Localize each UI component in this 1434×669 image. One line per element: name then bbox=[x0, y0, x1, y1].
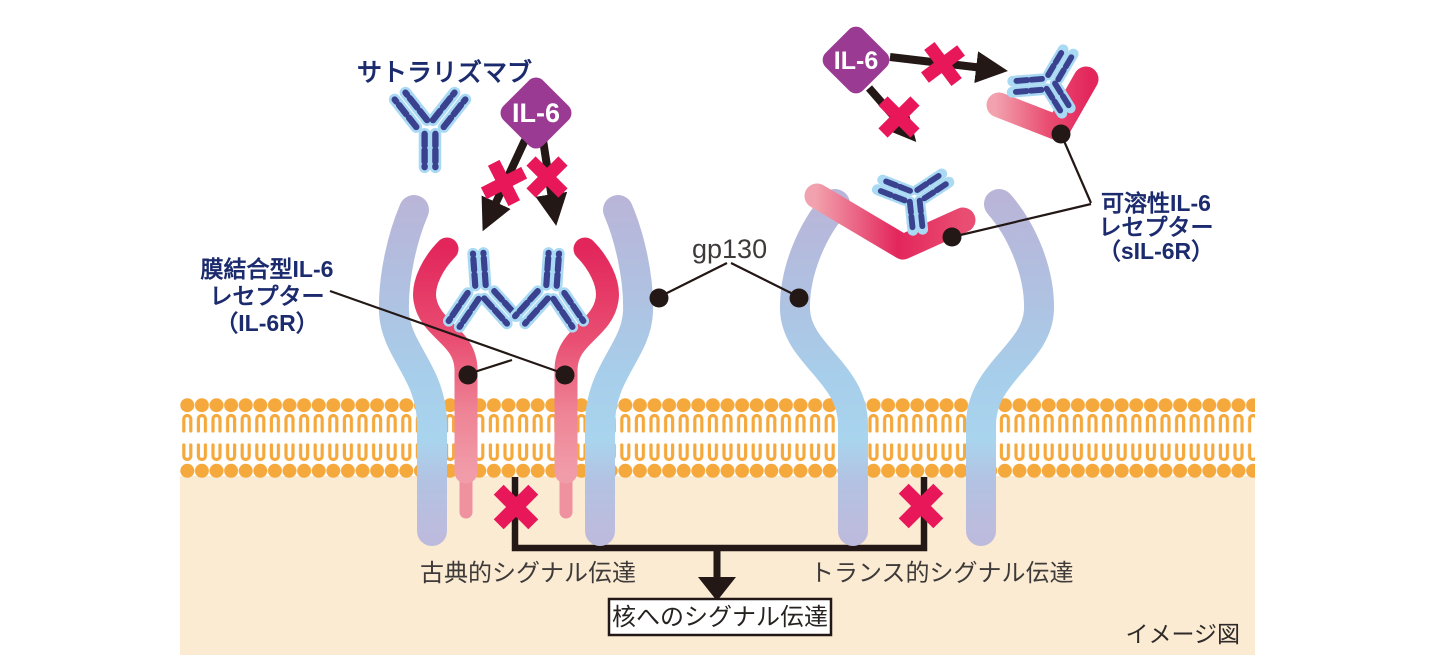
gp130-pointer-dot-a bbox=[649, 288, 669, 308]
image-note-label: イメージ図 bbox=[1125, 621, 1240, 647]
membrane-receptor-label-line2: レセプター bbox=[210, 283, 325, 309]
nucleus-arrowhead-icon bbox=[698, 577, 736, 601]
classical-signaling-label: 古典的シグナル伝達 bbox=[420, 560, 636, 587]
nucleus-signaling-label: 核へのシグナル伝達 bbox=[612, 604, 828, 631]
satralizumab-label: サトラリズマブ bbox=[357, 58, 532, 87]
soluble-leader-line-b bbox=[1059, 133, 1093, 204]
antibody-y-icon-free bbox=[395, 93, 466, 167]
il6-diamond-icon-left: IL-6 bbox=[500, 77, 572, 149]
membrane-receptor-label-line1: 膜結合型IL-6 bbox=[201, 256, 334, 282]
nucleus-signaling-box bbox=[607, 597, 833, 637]
gp130-receptor-right-b bbox=[966, 189, 1055, 546]
il6-label-left: IL-6 bbox=[512, 98, 560, 128]
il6r-pointer-dot-a bbox=[458, 365, 478, 385]
soluble-receptor-label-line3: （sIL-6R） bbox=[1098, 238, 1214, 264]
antibody-y-icon-bound-left-b bbox=[515, 251, 588, 328]
gp130-label: gp130 bbox=[692, 234, 767, 264]
trans-signaling-label: トランス的シグナル伝達 bbox=[810, 560, 1074, 587]
soluble-leader-line-a bbox=[951, 202, 1092, 239]
il6-diamond-icon-right: IL-6 bbox=[822, 26, 890, 94]
membrane-il6-receptor-b bbox=[554, 237, 619, 484]
il6-diamond-shape-left bbox=[500, 77, 572, 149]
blocked-x-icon-1 bbox=[484, 163, 524, 203]
membrane-il6-receptor-a bbox=[413, 237, 478, 484]
gp130-leader-line-a bbox=[658, 262, 728, 298]
gp130-receptor-left-a bbox=[378, 195, 447, 546]
gp130-receptor-right-a bbox=[779, 189, 868, 546]
gp130-pointer-dot-b bbox=[789, 288, 809, 308]
membrane-receptor-label-line3: （IL-6R） bbox=[215, 310, 319, 336]
lipid-bilayer-icon bbox=[180, 398, 1255, 478]
soluble-receptor-label-line2: レセプター bbox=[1099, 214, 1214, 240]
soluble-il6-receptor-lower bbox=[804, 183, 976, 260]
soluble-receptor-label-line1: 可溶性IL-6 bbox=[1101, 190, 1211, 216]
il6-diamond-shape-right bbox=[822, 26, 890, 94]
il6r-leader-line-a bbox=[329, 289, 566, 376]
gp130-leader-line-b bbox=[730, 262, 800, 298]
antibody-y-icon-bound-left-a bbox=[444, 251, 517, 328]
gp130-receptor-left-b bbox=[585, 195, 654, 546]
il6-label-right: IL-6 bbox=[834, 47, 878, 75]
il6r-pointer-dot-b bbox=[555, 365, 575, 385]
